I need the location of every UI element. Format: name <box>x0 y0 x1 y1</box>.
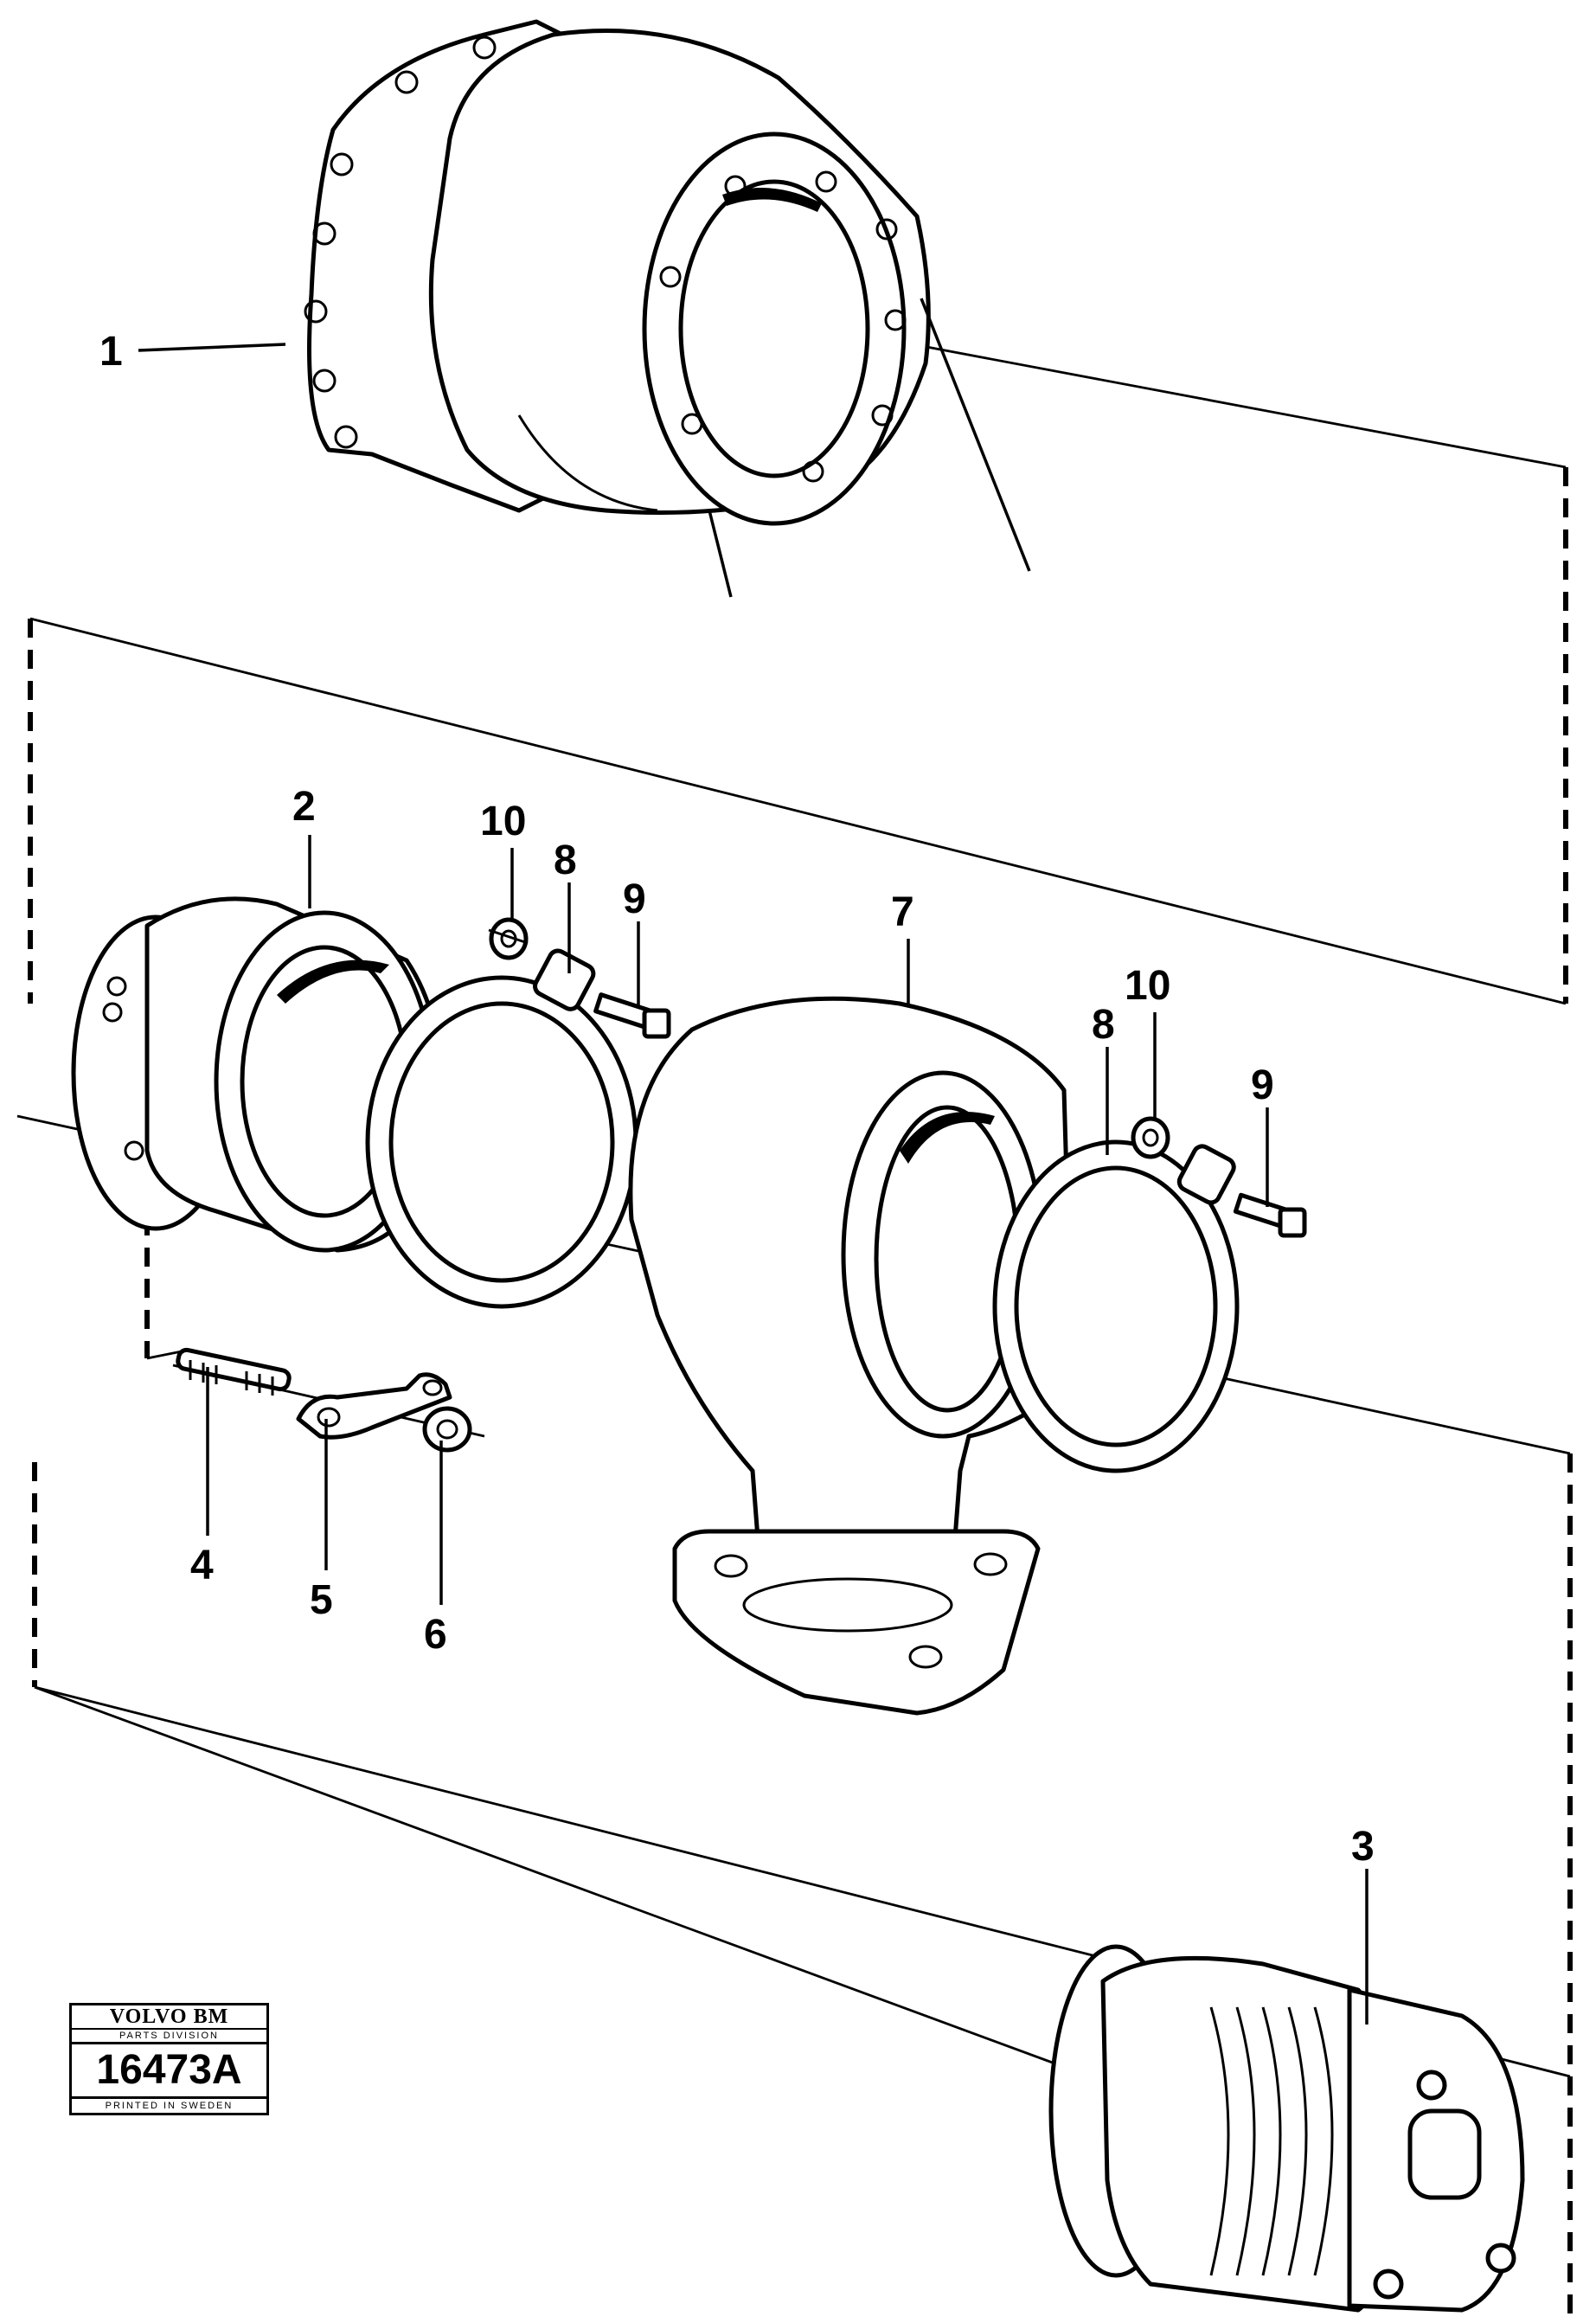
callout-3: 3 <box>1351 1824 1375 1870</box>
leader-1 <box>138 343 286 352</box>
part-9-bolt-left <box>593 992 671 1039</box>
stamp-printed: PRINTED IN SWEDEN <box>105 2101 234 2111</box>
callout-10-left: 10 <box>480 799 526 844</box>
callout-10-right: 10 <box>1125 963 1170 1009</box>
part-1-converter-housing <box>304 19 1031 598</box>
part-4-stud <box>176 1347 292 1396</box>
callout-8-left: 8 <box>554 837 577 883</box>
part-8-clamp-right <box>992 1139 1240 1473</box>
callout-8-right: 8 <box>1092 1002 1115 1048</box>
callout-6: 6 <box>424 1612 447 1658</box>
callout-4: 4 <box>190 1543 214 1588</box>
callout-1: 1 <box>99 329 123 375</box>
part-10-nut-left <box>488 917 529 960</box>
callout-7: 7 <box>891 889 914 935</box>
callout-9-left: 9 <box>623 876 646 922</box>
catalogue-stamp: VOLVO BM PARTS DIVISION 16473A PRINTED I… <box>69 2003 269 2115</box>
stamp-division: PARTS DIVISION <box>72 2030 266 2044</box>
callout-2: 2 <box>292 784 316 830</box>
part-7-elbow <box>628 996 1075 1716</box>
axis-line-lower <box>34 1685 1091 2078</box>
part-3-hydraulic-unit <box>1048 1944 1525 2313</box>
part-9-bolt-right <box>1233 1192 1307 1238</box>
callout-5: 5 <box>310 1577 333 1623</box>
stamp-brand: VOLVO BM <box>72 2005 266 2030</box>
part-8-clamp-left <box>365 948 638 1309</box>
part-5-lock-plate <box>296 1372 452 1440</box>
stamp-number: 16473A <box>72 2044 266 2099</box>
part-6-nut <box>422 1406 472 1453</box>
part-10-nut-right <box>1131 1116 1170 1159</box>
assembly-frame-upper <box>28 467 1568 1005</box>
callout-9-right: 9 <box>1251 1062 1274 1108</box>
